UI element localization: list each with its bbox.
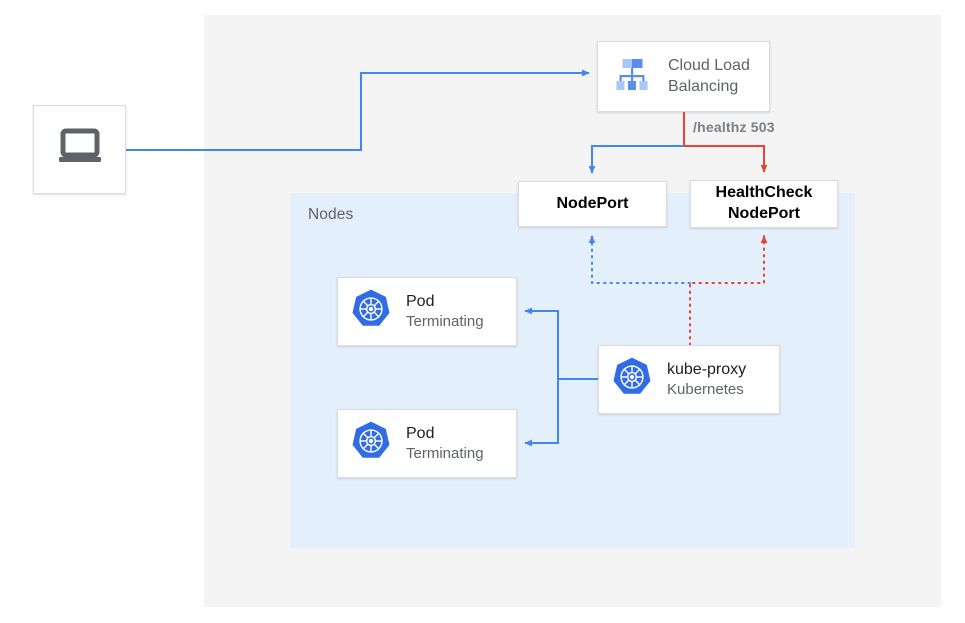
edge-kubeproxy-to-pod-2 [524, 379, 559, 447]
pod-node-1[interactable]: Pod Terminating [337, 277, 517, 346]
nodes-group-label: Nodes [308, 206, 354, 223]
nodeport-node[interactable]: NodePort [518, 181, 667, 227]
kubernetes-icon [350, 420, 392, 467]
pod-2-status: Terminating [406, 445, 484, 463]
kubernetes-icon [611, 356, 653, 403]
healthcheck-nodeport-label-line1: HealthCheck [715, 184, 813, 202]
pod-1-status: Terminating [406, 313, 484, 331]
nodeport-label: NodePort [556, 194, 629, 212]
pod-node-2[interactable]: Pod Terminating [337, 409, 517, 478]
edge-kubeproxy-to-healthcheck-nodeport [689, 235, 768, 346]
healthcheck-nodeport-label-line2: NodePort [727, 205, 800, 222]
cloud-load-balancing-label-line1: Cloud Load [668, 57, 750, 75]
client-node[interactable] [33, 105, 126, 194]
pod-2-title: Pod [406, 424, 435, 442]
healthcheck-nodeport-node[interactable]: HealthCheck NodePort [690, 180, 838, 228]
kubernetes-icon [350, 288, 392, 335]
healthz-503-label: /healthz 503 [693, 119, 775, 135]
edge-load-balancer-to-healthcheck-nodeport [683, 112, 768, 173]
edge-kubeproxy-to-nodeport [588, 235, 691, 284]
edge-load-balancer-to-nodeport [588, 145, 684, 174]
kube-proxy-subtitle: Kubernetes [667, 381, 744, 399]
kube-proxy-node[interactable]: kube-proxy Kubernetes [598, 345, 780, 414]
cloud-load-balancing-icon [610, 52, 654, 101]
cloud-load-balancing-node[interactable]: Cloud Load Balancing [597, 41, 770, 112]
laptop-icon [55, 127, 105, 172]
edge-kubeproxy-to-pod-1 [524, 307, 598, 380]
kube-proxy-title: kube-proxy [667, 360, 747, 378]
cloud-load-balancing-label-line2: Balancing [668, 77, 739, 95]
edge-client-to-load-balancer [126, 69, 590, 151]
pod-1-title: Pod [406, 292, 435, 310]
